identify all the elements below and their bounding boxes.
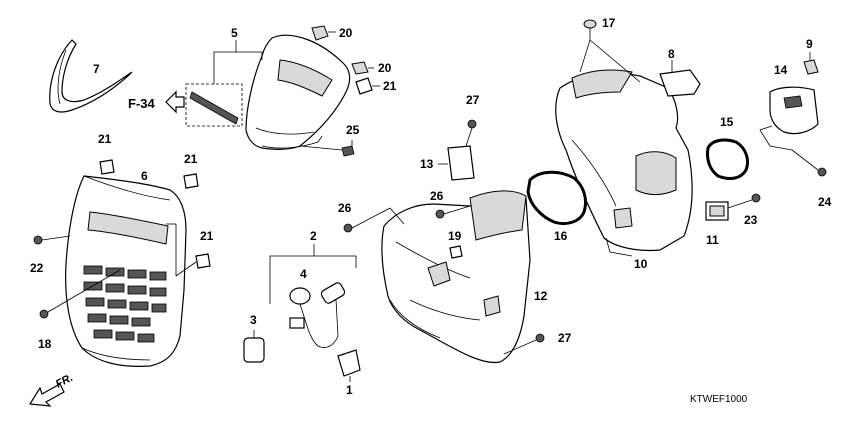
- callout-2: 2: [310, 229, 317, 243]
- part-3-bulb: [243, 330, 265, 363]
- part-21-clip-b: [183, 173, 199, 189]
- part-11-block: [705, 201, 729, 221]
- part-12-inner-panel: [381, 190, 531, 364]
- callout-6: 6: [141, 169, 148, 183]
- callout-5: 5: [231, 26, 238, 40]
- part-6-leaders: [166, 223, 197, 277]
- part-1-cap: [337, 349, 361, 382]
- callout-21-c: 21: [200, 229, 214, 243]
- part-25-screw: [299, 140, 355, 157]
- callout-20-upper: 20: [339, 26, 353, 40]
- callout-21-top: 21: [383, 79, 397, 93]
- callout-8: 8: [668, 47, 675, 61]
- part-20-clip-lower: [351, 61, 374, 75]
- callout-26-a: 26: [338, 201, 352, 215]
- callout-18: 18: [38, 337, 52, 351]
- diagram-code: KTWEF1000: [690, 394, 748, 405]
- part-27-screw-lower: [503, 333, 545, 355]
- part-20-clip-upper: [311, 25, 336, 41]
- part-27-screw-upper: [465, 119, 477, 147]
- callout-27-upper: 27: [466, 93, 480, 107]
- part-5-emblem-box: HONDA: [185, 83, 243, 127]
- part-26-screw-b: [435, 205, 471, 219]
- callout-19: 19: [448, 229, 462, 243]
- part-16-seal: [526, 170, 588, 226]
- part-8-bracket: [659, 60, 701, 97]
- front-direction-arrow: FR.: [28, 372, 75, 407]
- callout-24: 24: [818, 195, 832, 209]
- callout-21-b: 21: [184, 152, 198, 166]
- part-2-bracket: [269, 244, 357, 304]
- callout-3: 3: [250, 313, 257, 327]
- part-14-box: [759, 86, 819, 151]
- callout-4: 4: [300, 267, 307, 281]
- front-label: FR.: [54, 372, 75, 391]
- part-4-socket-wire: [289, 282, 346, 348]
- callout-23: 23: [744, 213, 758, 227]
- part-5-bracket: [213, 40, 263, 84]
- callout-20-lower: 20: [378, 61, 392, 75]
- part-10-inner-rear: [555, 69, 693, 257]
- reference-label: F-34: [128, 96, 156, 111]
- part-13-plate: [438, 145, 475, 181]
- callout-10: 10: [634, 257, 648, 271]
- callout-26-b: 26: [430, 189, 444, 203]
- part-15-seal: [706, 138, 750, 180]
- callout-9: 9: [806, 37, 813, 51]
- callout-14: 14: [774, 63, 788, 77]
- callout-21-a: 21: [98, 132, 112, 146]
- callout-13: 13: [420, 157, 434, 171]
- callout-11: 11: [706, 233, 719, 247]
- callout-1: 1: [346, 383, 353, 397]
- callout-7: 7: [93, 62, 100, 76]
- part-5-front-cover-upper: [245, 34, 351, 150]
- part-19-clip: [449, 245, 463, 259]
- callout-25: 25: [346, 123, 360, 137]
- part-24-screw: [791, 149, 827, 177]
- callout-27-lower: 27: [558, 331, 572, 345]
- reference-arrow: F-34: [128, 90, 185, 114]
- part-21-clip-c: [195, 253, 211, 269]
- part-7-moulding: [49, 39, 133, 113]
- callout-16: 16: [554, 229, 568, 243]
- part-21-clip-a: [99, 159, 115, 175]
- part-22-screw: [33, 235, 71, 245]
- part-23-screw: [727, 193, 761, 209]
- part-18-screw: [39, 269, 121, 319]
- part-21-clip-top: [355, 77, 380, 95]
- callout-15: 15: [720, 115, 734, 129]
- part-26-screw-a: [343, 207, 405, 233]
- callout-12: 12: [534, 289, 548, 303]
- callout-17: 17: [602, 16, 616, 30]
- part-9-clip: [803, 52, 819, 75]
- part-17-screw: [579, 19, 641, 83]
- callout-22: 22: [30, 261, 44, 275]
